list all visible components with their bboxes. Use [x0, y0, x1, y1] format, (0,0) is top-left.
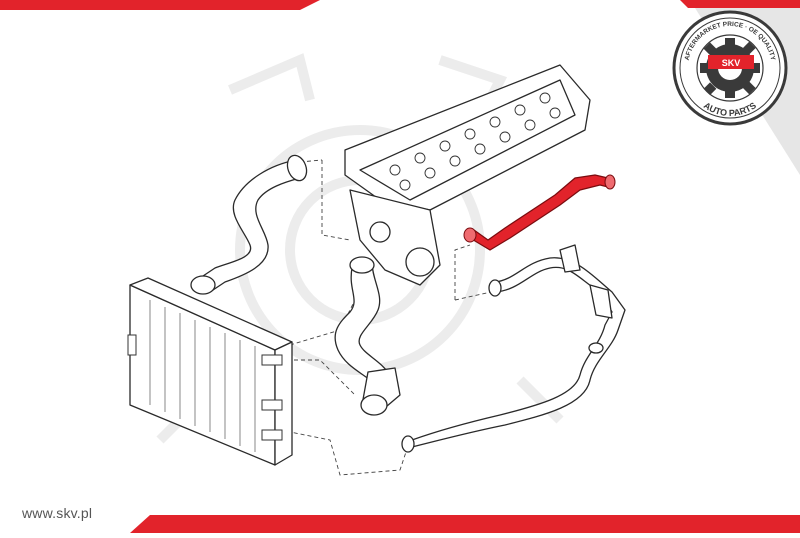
bottom-accent-bar — [130, 515, 800, 533]
lower-radiator-hose — [334, 256, 401, 416]
logo-center-text: SKV — [722, 58, 741, 68]
skv-logo: SKV AFTERMARKET PRICE · OE QUALITY AUTO … — [672, 10, 788, 126]
heater-hose-assembly — [401, 244, 626, 453]
coolant-pipe-highlighted — [463, 174, 616, 251]
upper-radiator-hose — [190, 154, 308, 295]
cylinder-head — [344, 64, 591, 286]
top-accent-bar — [0, 0, 320, 10]
radiator — [127, 277, 293, 466]
website-url[interactable]: www.skv.pl — [22, 505, 93, 521]
